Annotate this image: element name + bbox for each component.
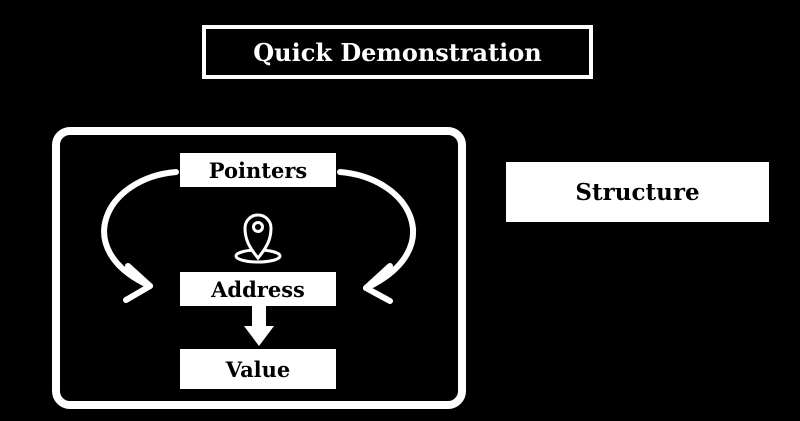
address-box: Address (180, 272, 336, 306)
left-curved-arrow (101, 169, 179, 303)
address-label: Address (211, 276, 305, 302)
value-box: Value (180, 349, 336, 389)
structure-label: Structure (575, 178, 700, 206)
value-label: Value (225, 356, 291, 382)
map-pin-icon (234, 213, 282, 264)
structure-box: Structure (506, 162, 769, 222)
title-text: Quick Demonstration (253, 37, 542, 67)
title-box: Quick Demonstration (202, 25, 593, 79)
diagram-frame (52, 127, 466, 409)
right-curved-arrow (337, 169, 416, 304)
pointers-label: Pointers (208, 157, 308, 183)
down-arrow (244, 306, 274, 346)
pointers-box: Pointers (180, 153, 336, 187)
